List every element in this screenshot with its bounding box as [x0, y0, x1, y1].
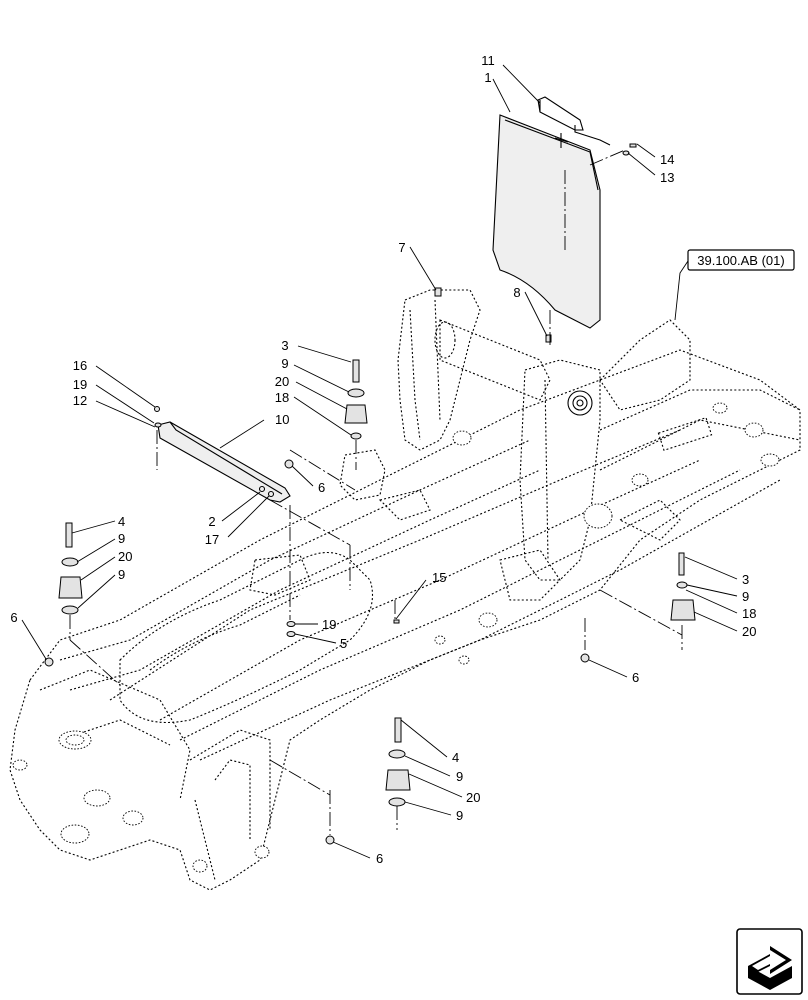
leader-lines	[21, 64, 738, 859]
callout-3-right: 3	[742, 572, 749, 587]
callout-2: 2	[208, 514, 215, 529]
callout-9-left-a: 9	[118, 531, 125, 546]
callout-9-left-b: 9	[118, 567, 125, 582]
callout-15: 15	[432, 570, 446, 585]
callout-9-lower-b: 9	[456, 808, 463, 823]
callout-19-center: 19	[322, 617, 336, 632]
callout-18-upper: 18	[275, 390, 289, 405]
callout-9-upper: 9	[281, 356, 288, 371]
reference-link[interactable]: 39.100.AB (01)	[687, 249, 795, 271]
callout-5: 5	[340, 636, 347, 651]
callout-13: 13	[660, 170, 674, 185]
callout-9-right: 9	[742, 589, 749, 604]
bracket-bar	[157, 421, 291, 503]
cover-panel	[492, 96, 611, 329]
callout-20-left: 20	[118, 549, 132, 564]
assembly-lines	[69, 149, 683, 835]
callout-3-upper: 3	[281, 338, 288, 353]
callout-6-right: 6	[632, 670, 639, 685]
callout-6-upper: 6	[318, 480, 325, 495]
callout-12: 12	[73, 393, 87, 408]
callout-11: 11	[481, 53, 495, 68]
callout-4-lower: 4	[452, 750, 459, 765]
callout-7: 7	[398, 240, 405, 255]
callout-8: 8	[513, 285, 520, 300]
callout-20-upper: 20	[275, 374, 289, 389]
callout-19-left: 19	[73, 377, 87, 392]
callout-10: 10	[275, 412, 289, 427]
callout-6-lower: 6	[376, 851, 383, 866]
callout-1: 1	[484, 70, 491, 85]
callout-17: 17	[205, 532, 219, 547]
reference-label: 39.100.AB (01)	[697, 253, 784, 268]
callout-20-lower: 20	[466, 790, 480, 805]
callout-4-left: 4	[118, 514, 125, 529]
callout-18-right: 18	[742, 606, 756, 621]
callout-20-right: 20	[742, 624, 756, 639]
navigate-arrow-icon[interactable]	[736, 928, 803, 995]
chassis-frame	[9, 289, 801, 891]
callout-9-lower-a: 9	[456, 769, 463, 784]
callout-6-left: 6	[10, 610, 17, 625]
callout-16: 16	[73, 358, 87, 373]
mount-hardware	[44, 143, 696, 845]
callout-14: 14	[660, 152, 674, 167]
callout-labels: 11 1 14 13 7 8 3 9 20 18 16 19 12 10 6 2…	[10, 53, 756, 866]
